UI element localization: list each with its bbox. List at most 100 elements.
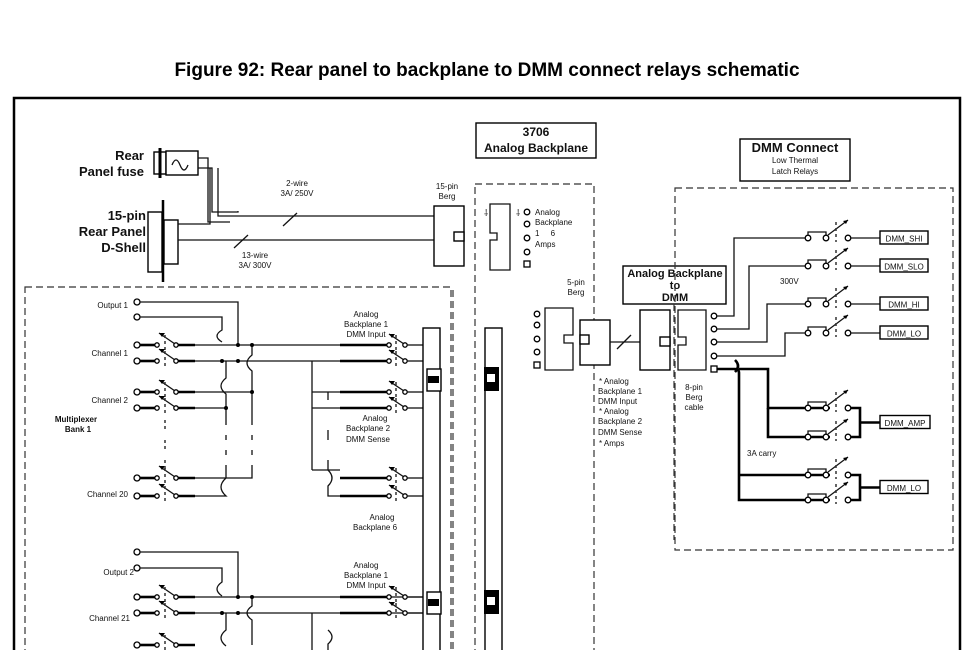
- output-box: [879, 325, 929, 340]
- backplane-region: [474, 183, 595, 650]
- backplane-terminals: [523, 208, 531, 268]
- switch-arrow-icon: [389, 334, 395, 338]
- switch-contact: [154, 389, 160, 395]
- dmm-output-dmm-amp: DMM_AMP: [851, 406, 931, 439]
- ab2-label-3: DMM Sense: [346, 435, 391, 444]
- switch-contact: [386, 358, 392, 364]
- switch-arrow-icon: [389, 602, 395, 606]
- bp-conn-label-4: Amps: [535, 240, 555, 249]
- channel-terminal: [133, 492, 141, 500]
- dmm-connect-region: [674, 187, 954, 551]
- channel21-label: Channel 21: [89, 614, 130, 623]
- dmm-relays: [804, 219, 852, 504]
- relay-terminal: [844, 234, 852, 242]
- relay-terminal: [822, 471, 830, 479]
- backplane-connector: [489, 203, 511, 271]
- junction-dot: [236, 359, 240, 363]
- output-label: DMM_AMP: [885, 419, 926, 428]
- ab6-label-1: Analog: [370, 513, 395, 522]
- berg-15pin: 15-pin Berg: [433, 182, 465, 267]
- backplane-notes: * Analog Backplane 1 DMM Input * Analog …: [598, 377, 643, 448]
- ab1b-label-2: Backplane 1: [344, 571, 389, 580]
- channel-terminal: [133, 388, 141, 396]
- backplane-header-box: [475, 122, 597, 159]
- relay-terminal: [844, 300, 852, 308]
- note-line: DMM Sense: [598, 428, 643, 437]
- switch-contact: [386, 594, 392, 600]
- output-wire: [851, 473, 880, 502]
- switch-arrow-icon: [159, 633, 165, 637]
- relay-link: [807, 259, 827, 263]
- relay-terminal: [804, 404, 812, 412]
- channel-terminal: [133, 609, 141, 617]
- dmm-output-dmm-hi: DMM_HI: [851, 296, 929, 311]
- note-line: Backplane 1: [598, 387, 643, 396]
- output-label: DMM_SLO: [884, 263, 924, 272]
- ab1-label-1: Analog: [354, 310, 379, 319]
- switch-arrow-icon: [389, 381, 395, 385]
- relay-arrow-icon: [843, 248, 848, 252]
- output-wire: [851, 406, 880, 439]
- output-box: [879, 296, 929, 311]
- wire2-label-2: 3A/ 250V: [281, 189, 315, 198]
- switch-contact: [386, 405, 392, 411]
- output1-label: Output 1: [97, 301, 128, 310]
- switch-contact: [402, 475, 408, 481]
- output-wire: [140, 551, 239, 597]
- switch-arrow-icon: [159, 585, 165, 589]
- switch-contact: [154, 405, 160, 411]
- channel-terminal: [133, 641, 141, 649]
- wire13-label-2: 3A/ 300V: [239, 261, 273, 270]
- switch-arrow-icon: [389, 397, 395, 401]
- junction-dot: [250, 595, 254, 599]
- switch-contact: [173, 642, 179, 648]
- junction-dot: [220, 611, 224, 615]
- switch-contact: [154, 642, 160, 648]
- output-terminal: [133, 564, 141, 572]
- relay-link: [807, 430, 827, 434]
- ab-bus: [311, 361, 340, 471]
- junction-dot: [220, 359, 224, 363]
- note-line: DMM Input: [598, 397, 638, 406]
- relay-terminal: [844, 496, 852, 504]
- switch-contact: [173, 475, 179, 481]
- relay-link: [807, 231, 827, 235]
- relay-terminal: [822, 433, 830, 441]
- rear-panel-fuse: Rear Panel fuse: [79, 148, 199, 179]
- switch-contact: [173, 493, 179, 499]
- fuse-glyph-icon: ⸸: [484, 208, 488, 218]
- channel20-label: Channel 20: [87, 490, 128, 499]
- relay-terminal: [804, 262, 812, 270]
- switch-contact: [386, 342, 392, 348]
- dshell-label-2: Rear Panel: [79, 224, 146, 239]
- wire13-label-1: 13-wire: [242, 251, 269, 260]
- multiplexer-region: [24, 286, 452, 650]
- switch-contact: [173, 610, 179, 616]
- switch-contact: [402, 594, 408, 600]
- ab2-label-1: Analog: [363, 414, 388, 423]
- bp-conn-label-3: 1 6: [535, 229, 556, 238]
- relay-terminal: [822, 329, 830, 337]
- bank-label-1: Multiplexer: [55, 415, 97, 424]
- switch-contact: [154, 342, 160, 348]
- channel-terminal: [133, 341, 141, 349]
- channel-terminal: [133, 474, 141, 482]
- relay-terminal: [804, 433, 812, 441]
- junction-dot: [250, 343, 254, 347]
- relay-terminal: [804, 471, 812, 479]
- relay-terminal: [822, 404, 830, 412]
- switch-contact: [173, 405, 179, 411]
- svg-text:⸸: ⸸: [516, 208, 520, 218]
- relay-arrow-icon: [843, 390, 848, 394]
- dmm-connect-sub-2: Latch Relays: [772, 167, 818, 176]
- switch-contact: [386, 475, 392, 481]
- relay-terminal: [844, 329, 852, 337]
- relay-terminal: [822, 496, 830, 504]
- output-box: [879, 414, 931, 430]
- wire2-label-1: 2-wire: [286, 179, 308, 188]
- switch-arrow-icon: [159, 380, 165, 384]
- relay-terminal: [804, 329, 812, 337]
- channel-terminal: [133, 404, 141, 412]
- relay-arrow-icon: [843, 315, 848, 319]
- switch-contact: [173, 342, 179, 348]
